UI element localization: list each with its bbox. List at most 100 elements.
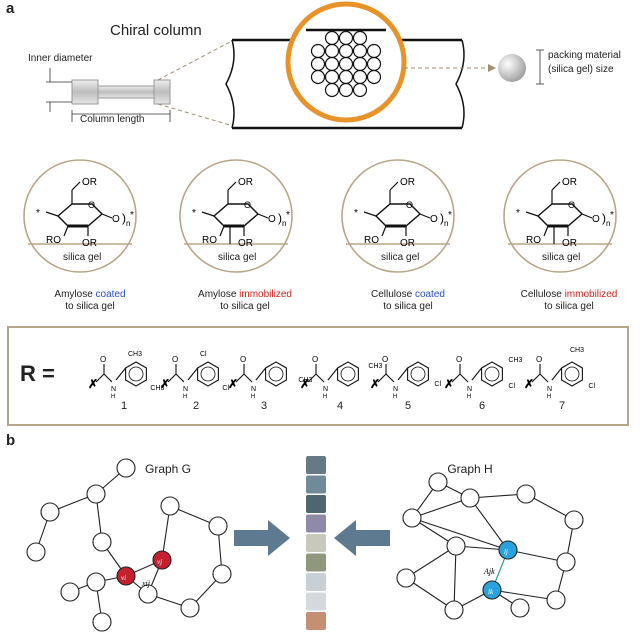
packing-bead <box>338 56 354 72</box>
packing-bead <box>324 43 340 59</box>
svg-text:✗: ✗ <box>160 377 170 391</box>
packing-bead <box>352 43 368 59</box>
substituent-number-7: 7 <box>558 400 566 412</box>
substituent-number-5: 5 <box>404 400 412 412</box>
carbonyl-o: O <box>240 355 246 364</box>
packing-bead <box>366 43 382 59</box>
feature-cell <box>306 573 326 591</box>
substituent-group: CH3 <box>150 385 164 392</box>
graph-edge <box>411 497 471 519</box>
benzene-ring <box>265 361 287 387</box>
graph-node <box>516 484 536 504</box>
substituents-box <box>7 326 629 426</box>
arrow-right <box>234 520 290 556</box>
amide-h: H <box>547 394 551 400</box>
packing-bead <box>338 30 354 46</box>
star-right: * <box>610 210 614 221</box>
column-illustration <box>46 1 544 130</box>
graph-node <box>546 590 566 610</box>
packing-bead <box>352 30 368 46</box>
graph-node <box>510 598 530 618</box>
support-label-1: silica gel <box>63 252 102 263</box>
graph-node <box>556 552 576 572</box>
graph-g-title: Graph G <box>144 462 192 476</box>
amide-h: H <box>323 394 327 400</box>
feature-cell <box>306 495 326 513</box>
graph-node <box>116 458 136 478</box>
graph-node <box>208 516 228 536</box>
ring-o: O <box>568 200 575 210</box>
edge-ajk-label: Ajk <box>483 567 495 576</box>
graph-node <box>92 612 112 632</box>
support-label-2: silica gel <box>218 252 257 263</box>
packing-bead <box>324 82 340 98</box>
graph-edge <box>405 577 455 611</box>
star-left: * <box>516 208 520 219</box>
ro-label: RO <box>526 235 541 246</box>
n-label: n <box>126 219 130 228</box>
packing-bead <box>352 82 368 98</box>
graph-node <box>92 532 112 552</box>
packing-bead <box>310 56 326 72</box>
substituent-group: CH3 <box>298 377 312 384</box>
ro-label: RO <box>46 235 61 246</box>
support-label-4: silica gel <box>542 252 581 263</box>
or-label: OR <box>562 177 577 188</box>
n-label: n <box>444 219 448 228</box>
ring-o: O <box>88 200 95 210</box>
packing-bead <box>324 69 340 85</box>
amide-n: N <box>251 386 256 393</box>
ro-label: RO <box>364 235 379 246</box>
or-label: OR <box>400 177 415 188</box>
graph-node <box>26 542 46 562</box>
substituent-group: CH3 <box>128 351 142 358</box>
packing-bead <box>366 69 382 85</box>
carbonyl-o: O <box>382 355 388 364</box>
graph-edge <box>507 549 567 563</box>
packing-zoom-circle <box>285 1 407 123</box>
amide-h: H <box>111 394 115 400</box>
hplc-column <box>71 79 171 105</box>
feature-cell <box>306 514 326 533</box>
silica-sphere <box>498 54 526 82</box>
amide-n: N <box>547 386 552 393</box>
graph-edge <box>453 545 457 611</box>
amide-h: H <box>183 394 187 400</box>
amide-n: N <box>393 386 398 393</box>
packing-bead <box>310 69 326 85</box>
n-label: n <box>282 219 286 228</box>
amide-n: N <box>183 386 188 393</box>
svg-text:✗: ✗ <box>228 377 238 391</box>
amide-h: H <box>251 394 255 400</box>
graph-node <box>86 572 106 592</box>
glyco-o: O <box>430 214 438 225</box>
graph-node <box>60 582 80 602</box>
substituent-number-3: 3 <box>260 400 268 412</box>
glyco-o: O <box>268 214 276 225</box>
amide-n: N <box>467 386 472 393</box>
substituent-group: Cl <box>508 383 515 390</box>
glyco-o: O <box>592 214 600 225</box>
graph-node <box>564 510 584 530</box>
feature-cell <box>306 612 326 630</box>
substituent-number-6: 6 <box>478 400 486 412</box>
packing-bead <box>352 56 368 72</box>
svg-text:): ) <box>122 211 126 225</box>
graph-edge <box>469 497 509 551</box>
graph-node <box>444 600 464 620</box>
n-label: n <box>606 219 610 228</box>
carbonyl-o: O <box>100 355 106 364</box>
substituent-group: Cl <box>222 385 229 392</box>
packing-bead <box>366 56 382 72</box>
amide-h: H <box>467 394 471 400</box>
